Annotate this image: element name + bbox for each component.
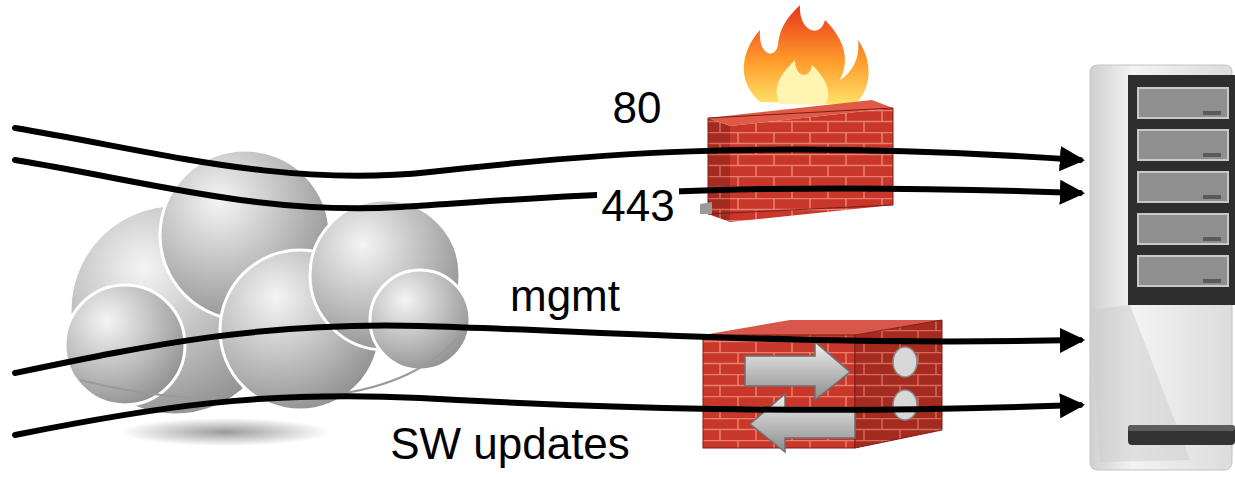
- line-label: 80: [609, 85, 666, 131]
- cloud: [65, 150, 470, 446]
- line-label: SW updates: [386, 421, 634, 467]
- server-tower: [1090, 65, 1235, 470]
- line-label: 443: [597, 183, 678, 229]
- line-label: mgmt: [506, 273, 624, 319]
- traffic-lines: [15, 128, 1080, 435]
